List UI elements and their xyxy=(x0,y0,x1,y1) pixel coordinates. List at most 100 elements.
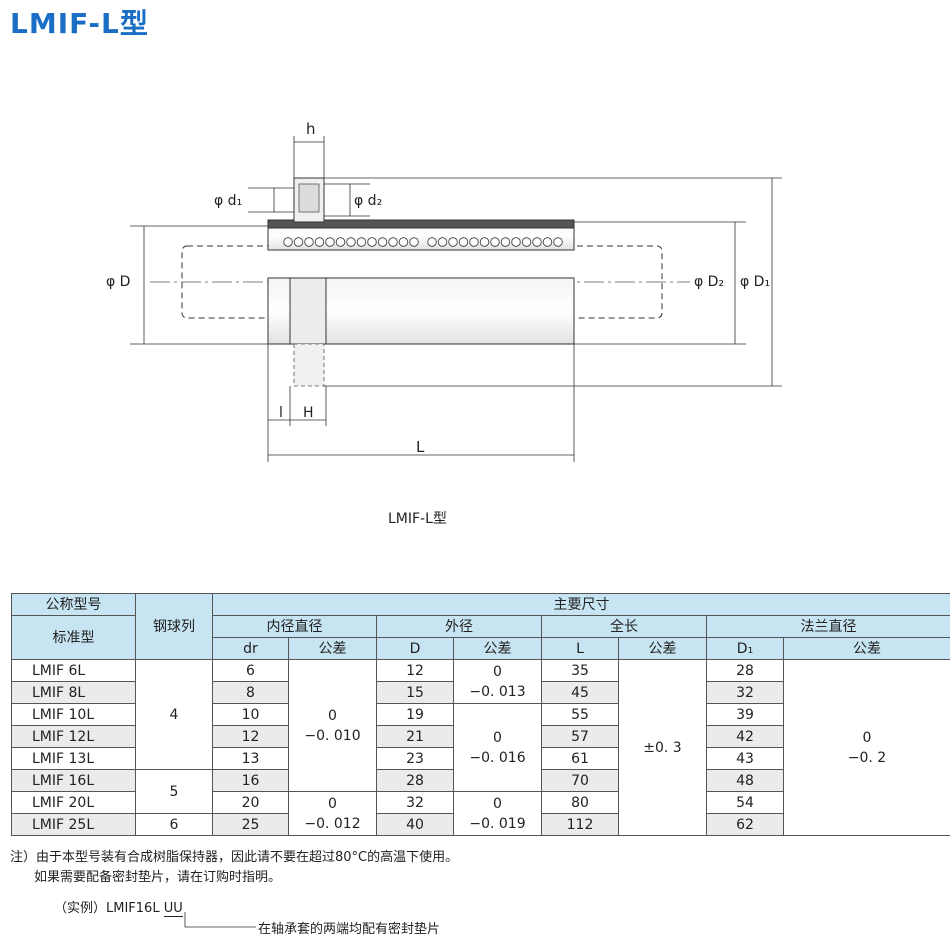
cell-tol-D1: 0−0. 2 xyxy=(783,659,950,836)
cell-dr: 13 xyxy=(212,747,289,770)
ball xyxy=(479,237,490,247)
cell-dr: 10 xyxy=(212,703,289,726)
ball xyxy=(304,237,314,247)
bottom-stub xyxy=(293,343,325,387)
cell-balls: 4 xyxy=(135,659,213,770)
ball xyxy=(356,237,367,247)
example-line: （实例）LMIF16L UU xyxy=(54,897,183,917)
cell-D1: 62 xyxy=(706,813,784,836)
table-row: LMIF 10L 10 19 0−0. 016 55 39 xyxy=(11,703,950,792)
spec-table: 公称型号 钢球列 主要尺寸 标准型 内径直径 外径 全长 法兰直径 dr 公差 … xyxy=(11,593,950,836)
cell-model: LMIF 13L xyxy=(11,747,136,770)
ball xyxy=(532,237,542,247)
cell-tol-dr-a: 0−0. 010 xyxy=(288,659,377,792)
cell-balls: 5 xyxy=(135,769,213,814)
cell-D1: 43 xyxy=(706,747,784,770)
cell-tol-D-c: 0−0. 019 xyxy=(453,791,542,836)
cell-D1: 42 xyxy=(706,725,784,748)
ball xyxy=(427,237,437,247)
cell-D: 23 xyxy=(376,747,454,770)
cell-L: 45 xyxy=(541,681,619,704)
cell-L: 61 xyxy=(541,747,619,770)
ball xyxy=(346,237,356,247)
note-line-2: 如果需要配备密封垫片，请在订购时指明。 xyxy=(34,870,282,885)
drawing-caption: LMIF-L型 xyxy=(388,511,447,527)
cell-L: 112 xyxy=(541,813,619,836)
header-model-std: 标准型 xyxy=(11,615,136,660)
cell-dr: 20 xyxy=(212,791,289,814)
cell-tol-D-a: 0−0. 013 xyxy=(453,659,542,704)
header-dr: dr xyxy=(212,637,289,660)
cell-L: 80 xyxy=(541,791,619,814)
cell-dr: 16 xyxy=(212,769,289,792)
cell-D: 21 xyxy=(376,725,454,748)
header-model: 公称型号 xyxy=(11,593,136,616)
ball xyxy=(511,237,521,247)
ball xyxy=(448,237,458,247)
header-balls: 钢球列 xyxy=(135,593,213,660)
cell-L: 55 xyxy=(541,703,619,726)
header-L: L xyxy=(541,637,619,660)
header-length: 全长 xyxy=(541,615,707,638)
table-row: LMIF 20L 20 0−0. 012 32 0−0. 019 80 54 xyxy=(11,791,950,836)
table-row: LMIF 6L 4 6 0−0. 010 12 0−0. 013 35 ±0. … xyxy=(11,659,950,836)
cell-model: LMIF 16L xyxy=(11,769,136,792)
header-tol-D1: 公差 xyxy=(783,637,950,660)
ball xyxy=(542,237,553,247)
dim-d2: φ d₂ xyxy=(354,193,382,209)
cell-tol-L: ±0. 3 xyxy=(618,659,707,836)
cell-D: 40 xyxy=(376,813,454,836)
ball xyxy=(377,237,388,247)
dim-D1: φ D₁ xyxy=(740,274,770,290)
dim-D2: φ D₂ xyxy=(694,274,724,290)
ball xyxy=(553,237,563,247)
ball xyxy=(314,237,325,247)
cell-dr: 25 xyxy=(212,813,289,836)
cell-model: LMIF 6L xyxy=(11,659,136,682)
table-row: LMIF 8L 8 15 45 32 xyxy=(11,681,950,704)
dim-l: l xyxy=(279,405,283,421)
ball xyxy=(388,237,398,247)
ball xyxy=(469,237,479,247)
ball xyxy=(335,237,346,247)
cell-balls: 6 xyxy=(135,813,213,836)
header-inner: 内径直径 xyxy=(212,615,377,638)
ball-row xyxy=(283,237,563,247)
cell-L: 57 xyxy=(541,725,619,748)
cell-model: LMIF 8L xyxy=(11,681,136,704)
cell-L: 35 xyxy=(541,659,619,682)
header-tol-dr: 公差 xyxy=(288,637,377,660)
cell-model: LMIF 25L xyxy=(11,813,136,836)
flange-top xyxy=(267,219,575,229)
cell-dr: 6 xyxy=(212,659,289,682)
ball xyxy=(437,237,448,247)
table-row: LMIF 16L 5 16 28 70 48 xyxy=(11,769,950,814)
technical-drawing: h φ d₁ φ d₂ φ D φ D₂ φ D₁ l H L xyxy=(106,120,782,462)
cell-D: 28 xyxy=(376,769,454,792)
header-main: 主要尺寸 xyxy=(212,593,950,616)
cell-D1: 39 xyxy=(706,703,784,726)
ball xyxy=(458,237,469,247)
ball xyxy=(325,237,335,247)
header-flange: 法兰直径 xyxy=(706,615,950,638)
cell-D1: 32 xyxy=(706,681,784,704)
ball xyxy=(367,237,377,247)
dim-d1: φ d₁ xyxy=(214,193,242,209)
dim-H: H xyxy=(303,405,314,421)
ball xyxy=(293,237,304,247)
example-prefix: （实例）LMIF16L xyxy=(54,901,164,916)
ball xyxy=(398,237,409,247)
cell-model: LMIF 20L xyxy=(11,791,136,814)
cell-D: 12 xyxy=(376,659,454,682)
table-row: LMIF 12L 12 21 57 42 xyxy=(11,725,950,748)
header-tol-L: 公差 xyxy=(618,637,707,660)
cell-D: 15 xyxy=(376,681,454,704)
dim-D: φ D xyxy=(106,274,130,290)
cell-L: 70 xyxy=(541,769,619,792)
dim-L: L xyxy=(416,438,425,456)
header-D: D xyxy=(376,637,454,660)
table-row: LMIF 25L 6 25 40 112 62 xyxy=(11,813,950,836)
example-pointer xyxy=(184,912,256,928)
note-line-1: 注）由于本型号装有合成树脂保持器，因此请不要在超过80°C的高温下使用。 xyxy=(10,850,459,865)
cell-D: 32 xyxy=(376,791,454,814)
